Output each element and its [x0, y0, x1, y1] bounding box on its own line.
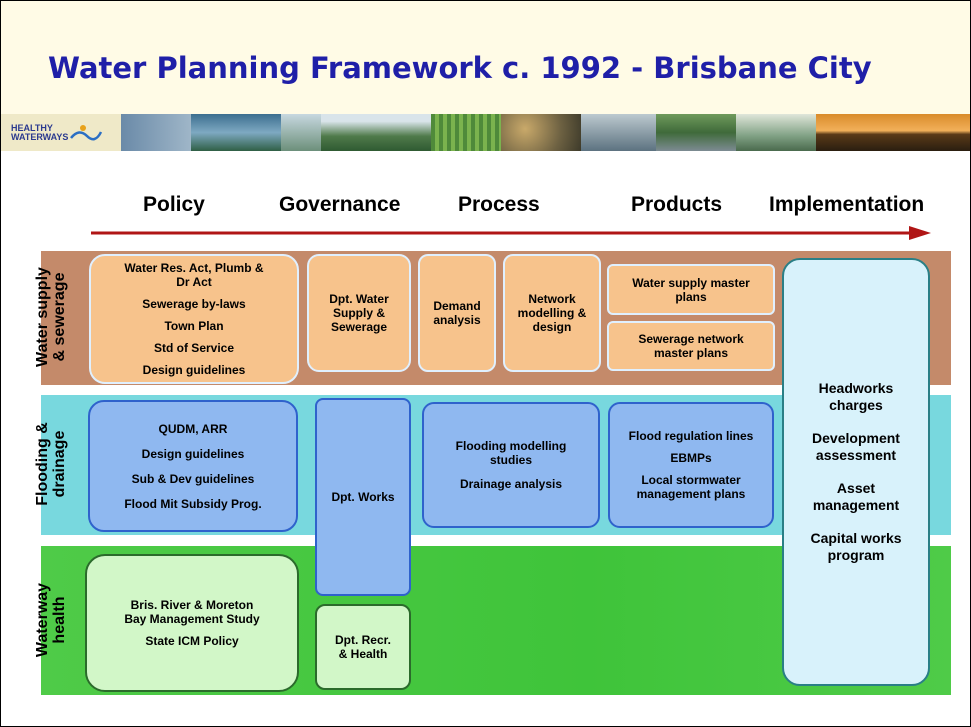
timeline-arrow	[91, 226, 931, 240]
water-supply-policy-box: Water Res. Act, Plumb & Dr Act Sewerage …	[89, 254, 299, 384]
photo-banner: HEALTHY WATERWAYS	[1, 114, 970, 151]
healthy-waterways-logo: HEALTHY WATERWAYS	[11, 121, 121, 145]
flooding-products-box: Flood regulation lines EBMPs Local storm…	[608, 402, 774, 528]
column-products: Products	[631, 193, 723, 216]
flooding-policy-box: QUDM, ARR Design guidelines Sub & Dev gu…	[88, 400, 298, 532]
band-label-waterway: Waterway health	[34, 582, 68, 658]
waterway-policy-box: Bris. River & Moreton Bay Management Stu…	[85, 554, 299, 692]
demand-analysis-box: Demand analysis	[418, 254, 496, 372]
column-policy: Policy	[143, 193, 205, 216]
sewerage-master-plans-box: Sewerage network master plans	[607, 321, 775, 371]
water-supply-governance-box: Dpt. Water Supply & Sewerage	[307, 254, 411, 372]
column-process: Process	[458, 193, 540, 216]
band-label-water-supply: Water supply & sewerage	[34, 267, 68, 367]
logo-wave-icon	[70, 125, 103, 141]
column-governance: Governance	[279, 193, 401, 216]
dpt-works-box: Dpt. Works	[315, 398, 411, 596]
network-modelling-box: Network modelling & design	[503, 254, 601, 372]
dpt-recr-health-box: Dpt. Recr. & Health	[315, 604, 411, 690]
column-implementation: Implementation	[769, 193, 925, 216]
water-supply-master-plans-box: Water supply master plans	[607, 264, 775, 315]
band-label-flooding: Flooding & drainage	[34, 422, 68, 506]
page-title: Water Planning Framework c. 1992 - Brisb…	[48, 51, 872, 85]
flooding-process-box: Flooding modelling studies Drainage anal…	[422, 402, 600, 528]
